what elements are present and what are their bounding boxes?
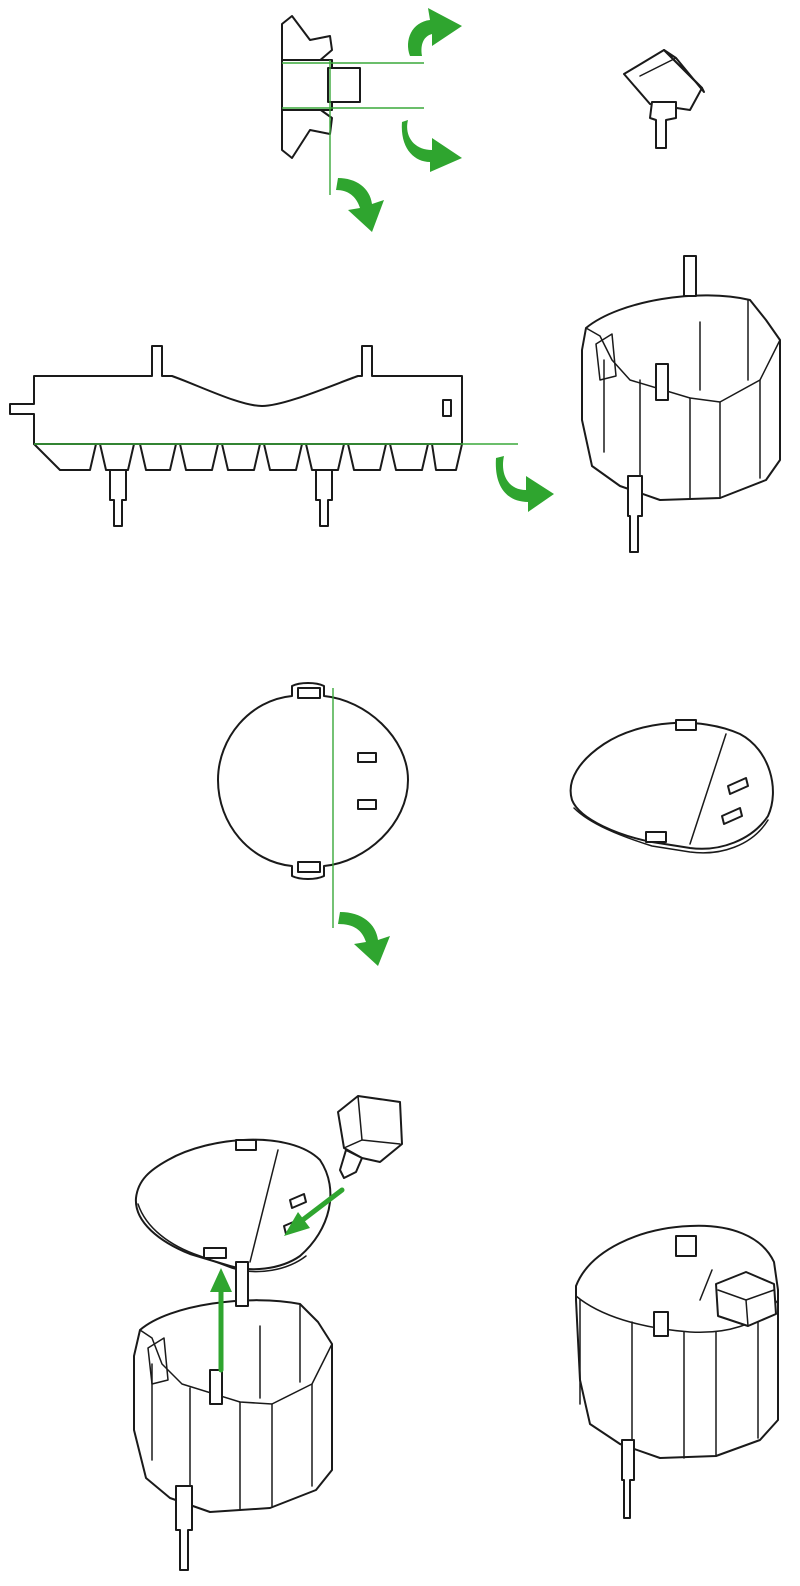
- step4-exploded-assembly: [134, 1096, 402, 1570]
- step2-cylinder-wall: [582, 256, 780, 552]
- fold-arrow-icon: [408, 8, 462, 56]
- fold-arrow-icon: [496, 456, 554, 512]
- step4-final-assembly: [576, 1226, 778, 1518]
- fold-arrow-icon: [402, 120, 462, 172]
- fold-arrow-icon: [338, 912, 390, 966]
- step1-bracket-folded: [624, 50, 704, 148]
- step3-lid-folded: [571, 720, 773, 853]
- step2-strip-flat: [10, 346, 518, 526]
- fold-arrow-icon: [336, 178, 384, 232]
- step1-bracket-flat: [282, 16, 424, 195]
- step3-lid-flat: [218, 683, 408, 928]
